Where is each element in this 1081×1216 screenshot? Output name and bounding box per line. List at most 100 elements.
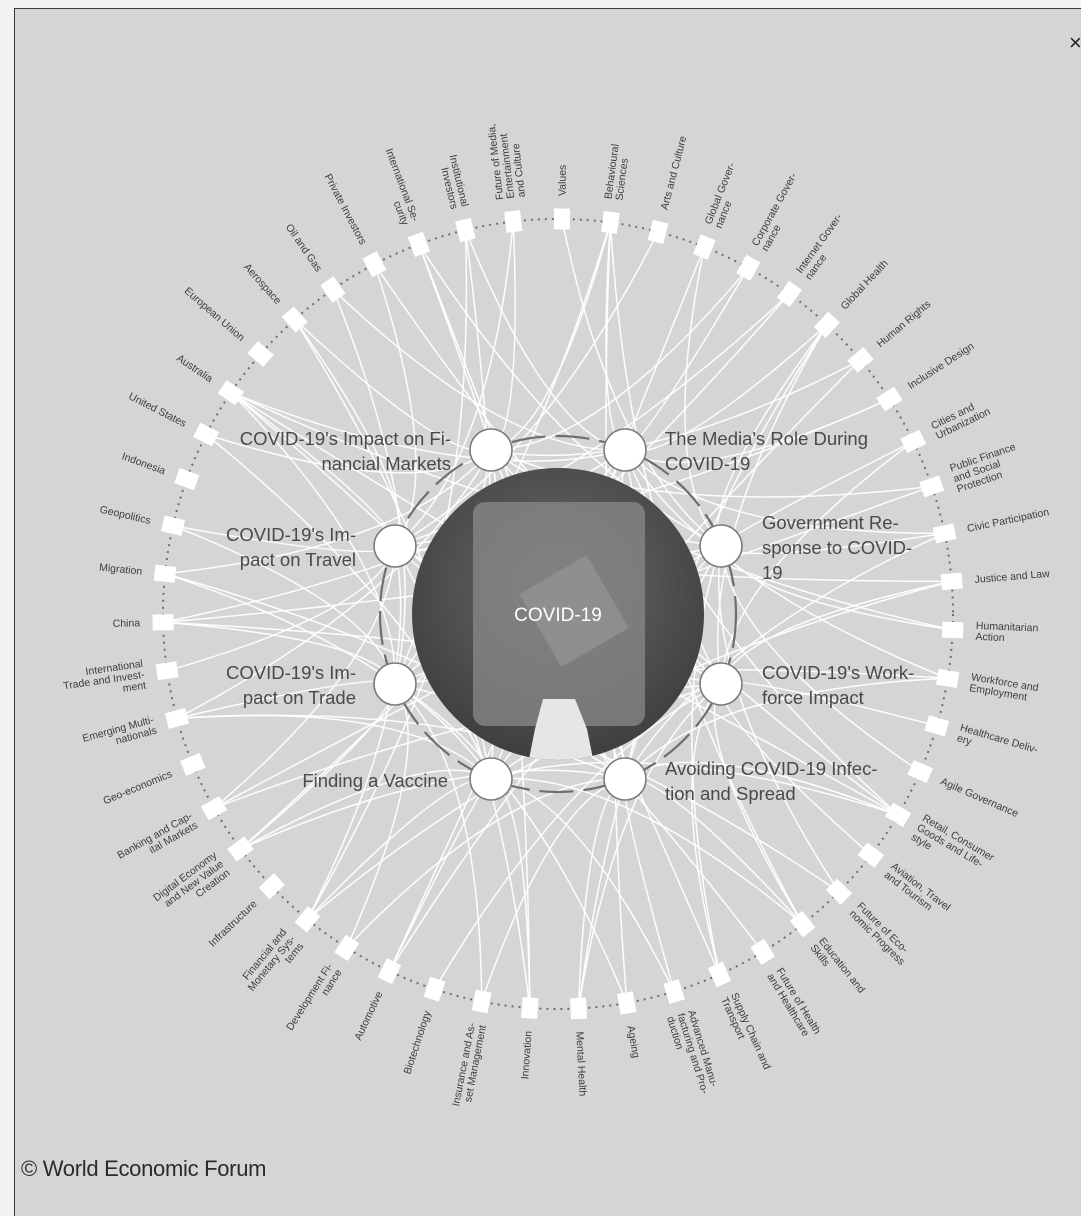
subtopic-healthcare-deliv-ery[interactable]: Healthcare Deliv-ery [924,715,1040,767]
subtopic-node[interactable] [663,979,685,1004]
subtopic-automotive[interactable]: Automotive [352,958,402,1042]
subtopic-node[interactable] [227,836,254,862]
subtopic-node[interactable] [884,802,912,828]
subtopic-internet-gover-nance[interactable]: Internet Gover-nance [776,211,854,307]
subtopic-workforce-and-employment[interactable]: Workforce andEmployment [936,668,1040,705]
subtopic-global-gover-nance[interactable]: Global Gover-nance [692,160,748,260]
subtopic-migration[interactable]: Migration [99,561,177,583]
topic-node[interactable] [373,662,417,706]
subtopic-behavioural-sciences[interactable]: BehaviouralSciences [601,143,633,234]
subtopic-node[interactable] [281,306,308,333]
subtopic-node[interactable] [601,211,620,234]
subtopic-node[interactable] [521,996,539,1020]
topic-avoiding-covid-19-infec-tion-and-spread[interactable]: Avoiding COVID-19 Infec-tion and Spread [603,757,878,804]
subtopic-node[interactable] [750,938,775,965]
subtopic-institutional-investors[interactable]: InstitutionalInvestors [436,153,476,243]
subtopic-united-states[interactable]: United States [127,390,220,447]
subtopic-ageing[interactable]: Ageing [617,991,642,1059]
subtopic-arts-and-culture[interactable]: Arts and Culture [647,135,690,245]
subtopic-node[interactable] [857,842,885,868]
topic-government-re-sponse-to-covid-19[interactable]: Government Re-sponse to COVID-19 [699,512,912,583]
subtopic-node[interactable] [907,759,934,784]
subtopic-node[interactable] [377,958,402,985]
subtopic-china[interactable]: China [113,614,174,631]
subtopic-node[interactable] [504,210,523,233]
subtopic-node[interactable] [180,753,206,776]
subtopic-node[interactable] [919,475,945,498]
subtopic-justice-and-law[interactable]: Justice and Law [940,568,1051,591]
subtopic-innovation[interactable]: Innovation [519,996,539,1080]
subtopic-digital-economy-and-new-value-creation[interactable]: Digital Economyand New ValueCreation [151,836,254,921]
subtopic-public-finance-and-social-protection[interactable]: Public Financeand SocialProtection [919,441,1024,498]
subtopic-node[interactable] [160,515,186,536]
subtopic-oil-and-gas[interactable]: Oil and Gas [283,222,346,303]
center-hub[interactable]: COVID-19 [378,434,738,794]
subtopic-node[interactable] [708,961,732,988]
subtopic-node[interactable] [569,997,588,1020]
subtopic-cities-and-urbanization[interactable]: Cities andUrbanization [900,396,992,454]
topic-covid-19-s-work-force-impact[interactable]: COVID-19's Work-force Impact [699,662,914,708]
subtopic-humanitarian-action[interactable]: HumanitarianAction [941,620,1039,645]
subtopic-node[interactable] [247,341,274,368]
subtopic-node[interactable] [155,661,179,681]
subtopic-node[interactable] [900,429,927,454]
subtopic-geo-economics[interactable]: Geo-economics [101,753,206,807]
subtopic-node[interactable] [153,564,177,583]
subtopic-civic-participation[interactable]: Civic Participation [932,506,1051,544]
subtopic-international-se-curity[interactable]: International Se-curity [372,147,431,257]
subtopic-node[interactable] [455,217,476,243]
subtopic-supply-chain-and-transport[interactable]: Supply Chain andTransport [708,961,773,1077]
subtopic-biotechnology[interactable]: Biotechnology [402,976,446,1076]
subtopic-agile-governance[interactable]: Agile Governance [907,759,1020,820]
subtopic-insurance-and-as-set-management[interactable]: Insurance and As-set Management [450,989,492,1110]
topic-node[interactable] [603,428,647,472]
subtopic-node[interactable] [692,234,716,260]
topic-node[interactable] [469,757,513,801]
subtopic-node[interactable] [423,976,446,1002]
subtopic-node[interactable] [217,380,245,406]
subtopic-global-health[interactable]: Global Health [813,257,891,338]
topic-node[interactable] [603,757,647,801]
subtopic-emerging-multi-nationals[interactable]: Emerging Multi-nationals [81,707,190,756]
topic-node[interactable] [699,524,743,568]
topic-covid-19-s-im-pact-on-travel[interactable]: COVID-19's Im-pact on Travel [226,524,417,570]
subtopic-node[interactable] [164,707,190,729]
subtopic-node[interactable] [847,347,874,373]
subtopic-node[interactable] [936,668,960,689]
subtopic-node[interactable] [776,280,803,307]
subtopic-node[interactable] [174,467,200,491]
subtopic-indonesia[interactable]: Indonesia [120,450,200,491]
topic-finding-a-vaccine[interactable]: Finding a Vaccine [302,757,513,801]
subtopic-human-rights[interactable]: Human Rights [847,298,933,373]
topic-node[interactable] [699,662,743,706]
subtopic-node[interactable] [825,878,852,905]
subtopic-node[interactable] [258,873,285,900]
subtopic-mental-health[interactable]: Mental Health [569,997,589,1097]
close-icon[interactable]: × [1069,30,1081,55]
subtopic-node[interactable] [932,523,957,544]
subtopic-node[interactable] [334,934,360,961]
subtopic-node[interactable] [813,311,840,338]
subtopic-node[interactable] [647,219,669,245]
topic-node[interactable] [469,428,513,472]
subtopic-advanced-manu-facturing-and-pro-duction[interactable]: Advanced Manu-facturing and Pro-duction [663,979,721,1099]
subtopic-node[interactable] [471,989,492,1014]
subtopic-private-investors[interactable]: Private Investors [322,172,387,278]
subtopic-node[interactable] [553,208,571,230]
subtopic-node[interactable] [362,251,387,278]
subtopic-aerospace[interactable]: Aerospace [241,261,308,333]
subtopic-node[interactable] [940,572,963,591]
subtopic-financial-and-monetary-sys-tems[interactable]: Financial andMonetary Sys-tems [237,906,321,1000]
subtopic-node[interactable] [876,386,903,412]
subtopic-international-trade-and-invest-ment[interactable]: InternationalTrade and Invest-ment [61,658,179,704]
topic-covid-19-s-impact-on-fi-nancial-markets[interactable]: COVID-19's Impact on Fi-nancial Markets [240,428,513,474]
subtopic-node[interactable] [152,614,174,631]
subtopic-australia[interactable]: Australia [174,352,245,406]
subtopic-values[interactable]: Values [553,165,571,230]
subtopic-node[interactable] [941,621,964,639]
topic-node[interactable] [373,524,417,568]
subtopic-node[interactable] [789,910,816,938]
subtopic-european-union[interactable]: European Union [182,285,274,368]
subtopic-geopolitics[interactable]: Geopolitics [99,504,186,536]
